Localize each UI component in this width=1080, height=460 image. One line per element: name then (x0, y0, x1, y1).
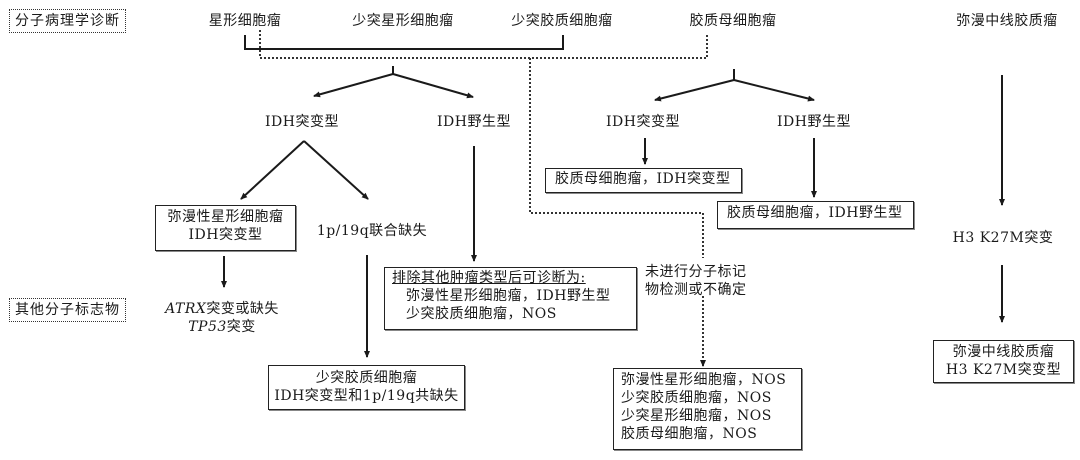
other-markers-text: 其他分子标志物 (15, 302, 120, 318)
arrow-to-gbm-idh-wildtype (733, 79, 815, 102)
nos-box-item: 少突星形细胞瘤，NOS (621, 408, 772, 424)
diffuse-astrocytoma-idh-mutant-box: 弥漫性星形细胞瘤 IDH突变型 (155, 205, 296, 251)
tp53-gene: TP53 (188, 319, 227, 335)
category-oligodendroglioma: 少突胶质细胞瘤 (511, 13, 613, 29)
nos-box-item: 胶质母细胞瘤，NOS (621, 426, 758, 442)
gbm-idh-wildtype-label: IDH野生型 (777, 114, 851, 130)
arrow-to-left-idh-mutant (313, 73, 394, 98)
gbm-idh-wildtype-box: 胶质母细胞瘤，IDH野生型 (717, 201, 914, 229)
exclusion-box-item: 弥漫性星形细胞瘤，IDH野生型 (406, 288, 611, 304)
atrx-marker-desc: 突变或缺失 (206, 301, 279, 317)
atrx-gene: ATRX (165, 301, 207, 317)
left-idh-wildtype-label: IDH野生型 (437, 114, 511, 130)
nos-box-item: 弥漫性星形细胞瘤，NOS (621, 372, 787, 388)
gbm-idh-mutant-box: 胶质母细胞瘤，IDH突变型 (545, 168, 742, 193)
gbm-mutant-box-text: 胶质母细胞瘤，IDH突变型 (555, 171, 731, 187)
arrow-to-gbm-idh-mutant (654, 79, 735, 102)
tp53-marker-desc: 突变 (226, 319, 256, 335)
arrow-to-codeletion (303, 140, 369, 200)
oligo-box-line-2: IDH突变型和1p/19q共缺失 (274, 388, 459, 404)
oligodendroglioma-codeleted-box: 少突胶质细胞瘤 IDH突变型和1p/19q共缺失 (268, 365, 465, 410)
category-diffuse-midline-glioma: 弥漫中线胶质瘤 (956, 13, 1058, 29)
codeletion-label: 1p/19q联合缺失 (316, 223, 428, 239)
gbm-idh-mutant-label: IDH突变型 (606, 114, 680, 130)
nos-note-line-1: 未进行分子标记 (645, 264, 747, 280)
arrow-to-left-idh-wildtype (392, 73, 474, 99)
exclusion-box-item: 少突胶质细胞瘤，NOS (406, 306, 557, 322)
dotted-bracket-connector (259, 30, 708, 59)
atrx-marker-line: ATRX突变或缺失 (165, 300, 279, 318)
dotted-nos-connector (529, 58, 704, 258)
exclusion-box-heading: 排除其他肿瘤类型后可诊断为: (392, 270, 586, 286)
molecular-diagnosis-row-label: 分子病理学诊断 (9, 9, 126, 33)
nos-note-line-2: 物检测或不确定 (645, 282, 747, 298)
tp53-marker-line: TP53突变 (165, 318, 279, 336)
diffuse-astro-box-line-2: IDH突变型 (188, 227, 263, 243)
oligo-box-line-1: 少突胶质细胞瘤 (315, 370, 418, 386)
gbm-wildtype-box-text: 胶质母细胞瘤，IDH野生型 (727, 205, 903, 221)
molecular-diagnosis-text: 分子病理学诊断 (15, 13, 120, 29)
category-oligoastrocytoma: 少突星形细胞瘤 (352, 13, 454, 29)
arrow-to-diffuse-astro-box (240, 140, 305, 200)
exclusion-diagnosis-box: 排除其他肿瘤类型后可诊断为: 弥漫性星形细胞瘤，IDH野生型 少突胶质细胞瘤，N… (384, 267, 637, 330)
nos-condition-note: 未进行分子标记 物检测或不确定 (645, 263, 747, 299)
other-markers-row-label: 其他分子标志物 (9, 298, 126, 322)
solid-bracket-connector (244, 35, 564, 50)
h3-k27m-mutation-label: H3 K27M突变 (952, 230, 1054, 246)
nos-box-item: 少突胶质细胞瘤，NOS (621, 390, 772, 406)
midline-box-line-2: H3 K27M突变型 (945, 362, 1062, 378)
left-idh-mutant-label: IDH突变型 (265, 114, 339, 130)
category-glioblastoma: 胶质母细胞瘤 (689, 13, 777, 29)
other-markers-text-block: ATRX突变或缺失 TP53突变 (165, 300, 279, 336)
diffuse-astro-box-line-1: 弥漫性星形细胞瘤 (167, 209, 284, 225)
midline-box-line-1: 弥漫中线胶质瘤 (952, 344, 1055, 360)
diffuse-midline-glioma-box: 弥漫中线胶质瘤 H3 K27M突变型 (933, 340, 1074, 383)
nos-diagnoses-box: 弥漫性星形细胞瘤，NOS 少突胶质细胞瘤，NOS 少突星形细胞瘤，NOS 胶质母… (613, 368, 802, 450)
category-astrocytoma: 星形细胞瘤 (208, 13, 282, 29)
